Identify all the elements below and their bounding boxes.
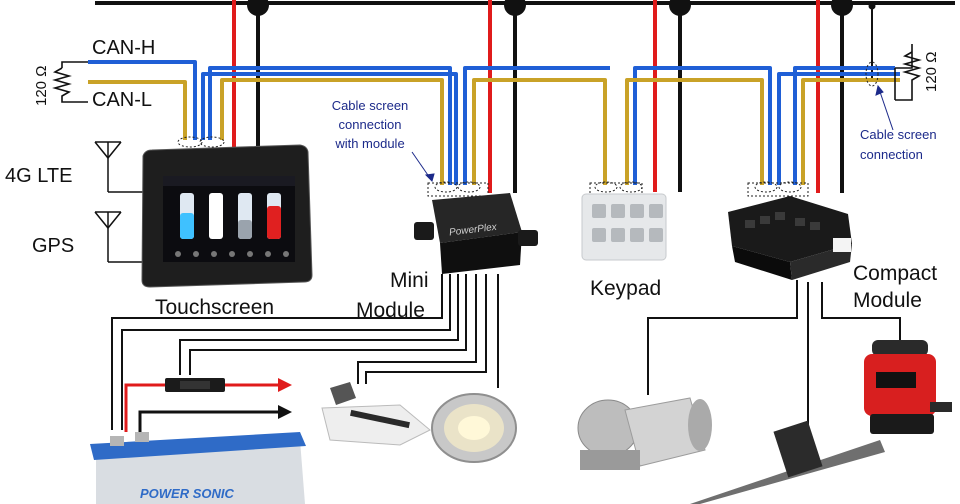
screen-note-left-line-3: with module bbox=[334, 136, 404, 151]
resistor-right-label: 120 Ω bbox=[923, 52, 940, 92]
compact-module-label-2: Module bbox=[853, 289, 922, 312]
actuator-device bbox=[690, 420, 885, 504]
mini-module-label-2: Module bbox=[356, 299, 425, 322]
touchscreen-label: Touchscreen bbox=[155, 296, 274, 319]
annotation-arrows bbox=[411, 84, 894, 182]
screen-note-left-line-1: Cable screen bbox=[332, 98, 409, 113]
power-bus bbox=[95, 0, 955, 16]
cable-screen-markers bbox=[177, 61, 879, 197]
antenna-lte-icon bbox=[94, 141, 145, 193]
compact-module-outputs bbox=[647, 280, 901, 430]
resistor-right bbox=[894, 44, 922, 101]
screen-note-left-line-2: connection bbox=[339, 117, 402, 132]
can-l-label: CAN-L bbox=[92, 89, 152, 111]
mini-module-label-1: Mini bbox=[390, 269, 429, 292]
battery-brand: POWER SONIC bbox=[140, 486, 235, 501]
power-drops bbox=[232, 0, 873, 193]
battery-feed-wires bbox=[124, 378, 292, 438]
antenna-gps-icon bbox=[94, 211, 145, 263]
fuse-holder bbox=[165, 378, 225, 392]
float-switch-device bbox=[321, 382, 431, 446]
mini-module-device: PowerPlex bbox=[414, 193, 538, 274]
bilge-pump-device bbox=[864, 340, 952, 434]
keypad-device bbox=[581, 193, 667, 261]
touchscreen-device bbox=[141, 144, 313, 288]
keypad-label: Keypad bbox=[590, 277, 661, 300]
can-h-label: CAN-H bbox=[92, 37, 155, 59]
lte-label: 4G LTE bbox=[5, 165, 72, 187]
compact-module-device bbox=[728, 196, 852, 280]
screen-note-right-line-1: Cable screen bbox=[860, 127, 937, 142]
resistor-left-label: 120 Ω bbox=[33, 66, 50, 106]
resistor-left bbox=[52, 61, 88, 103]
downlight-device bbox=[431, 393, 517, 463]
battery-device: POWER SONIC bbox=[90, 432, 306, 504]
mini-module-outputs bbox=[111, 274, 499, 430]
screen-note-right-line-2: connection bbox=[860, 147, 923, 162]
can-bus bbox=[88, 60, 900, 185]
gps-label: GPS bbox=[32, 235, 74, 257]
compact-module-label-1: Compact bbox=[853, 262, 937, 285]
winch-device bbox=[577, 397, 712, 470]
